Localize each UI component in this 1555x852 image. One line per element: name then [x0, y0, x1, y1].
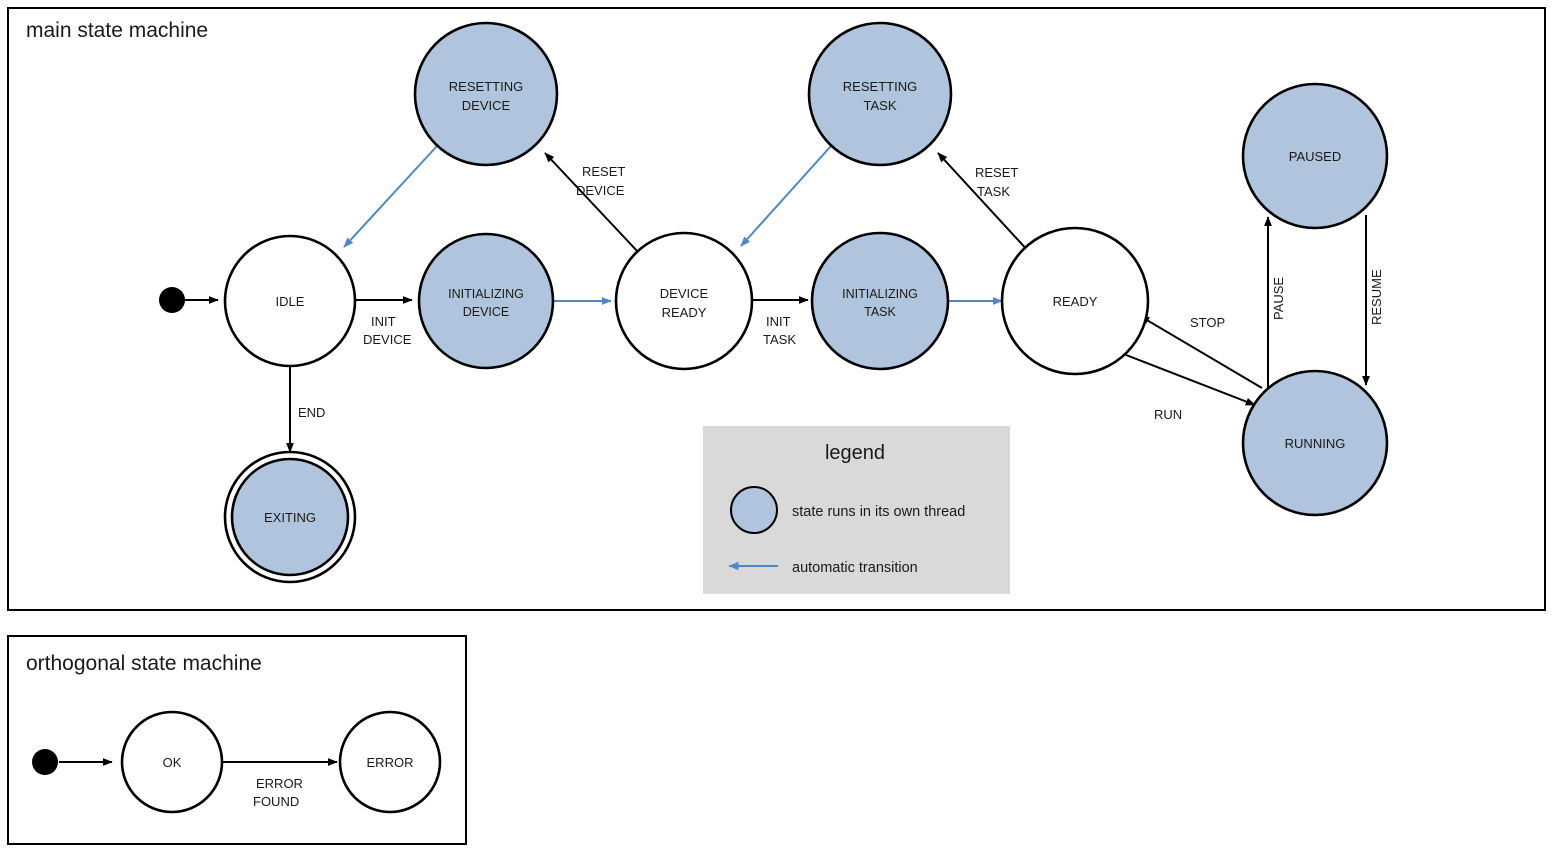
state-label: INITIALIZING: [448, 287, 524, 301]
transition-devready-reset-dev: RESET DEVICE: [544, 152, 640, 254]
transition-running-stop: STOP: [1139, 315, 1263, 389]
transition-label: INIT: [371, 314, 396, 329]
transition-label: STOP: [1190, 315, 1225, 330]
state-device-ready[interactable]: DEVICE READY: [614, 231, 754, 371]
state-label: DEVICE: [463, 305, 510, 319]
transition-label: ERROR: [256, 776, 303, 791]
transition-idle-init-device: INIT DEVICE: [356, 296, 413, 347]
legend: legend state runs in its own thread auto…: [703, 426, 1010, 594]
transition-label: RESET: [975, 165, 1018, 180]
transition-running-pause: PAUSE: [1264, 216, 1286, 398]
state-label: RESETTING: [449, 79, 523, 94]
state-label: READY: [1053, 294, 1098, 309]
state-running[interactable]: RUNNING: [1241, 369, 1389, 517]
legend-title: legend: [825, 442, 885, 464]
transition-label: TASK: [977, 184, 1010, 199]
state-label: IDLE: [276, 294, 305, 309]
transition-idle-end: END: [286, 367, 325, 453]
state-label: DEVICE: [660, 286, 709, 301]
initial-state-dot-main: [159, 287, 185, 313]
legend-thread-label: state runs in its own thread: [792, 504, 965, 520]
transition-resettask-devready: [740, 145, 832, 247]
transition-label: RESET: [582, 164, 625, 179]
transition-ready-reset-task: RESET TASK: [937, 152, 1031, 254]
transition-label: PAUSE: [1271, 277, 1286, 320]
state-paused[interactable]: PAUSED: [1241, 82, 1389, 230]
state-label: ERROR: [367, 755, 414, 770]
initial-state-dot-orthogonal: [32, 749, 58, 775]
transition-resetdev-idle: [343, 145, 438, 248]
state-label: READY: [662, 305, 707, 320]
state-idle[interactable]: IDLE: [223, 234, 357, 368]
transition-label: END: [298, 405, 325, 420]
state-error[interactable]: ERROR: [338, 710, 442, 814]
state-label: INITIALIZING: [842, 287, 918, 301]
legend-thread-swatch-icon: [730, 486, 778, 534]
transition-label: TASK: [763, 332, 796, 347]
state-ok[interactable]: OK: [120, 710, 224, 814]
state-label: TASK: [864, 98, 897, 113]
state-label: DEVICE: [462, 98, 511, 113]
legend-auto-label: automatic transition: [792, 560, 918, 576]
transition-label: DEVICE: [363, 332, 412, 347]
state-ready[interactable]: READY: [1000, 226, 1150, 376]
transition-label: RESUME: [1369, 269, 1384, 325]
state-exiting[interactable]: EXITING: [223, 450, 357, 584]
transition-label: RUN: [1154, 407, 1182, 422]
transition-paused-resume: RESUME: [1362, 215, 1384, 386]
state-label: OK: [163, 755, 182, 770]
transition-label: INIT: [766, 314, 791, 329]
transition-ok-error: ERROR FOUND: [222, 758, 338, 809]
state-resetting-device[interactable]: RESETTING DEVICE: [413, 21, 559, 167]
orthogonal-frame-title: orthogonal state machine: [26, 652, 262, 675]
transition-devready-init-task: INIT TASK: [752, 296, 809, 347]
state-label: RUNNING: [1285, 436, 1346, 451]
state-label: PAUSED: [1289, 149, 1342, 164]
state-label: EXITING: [264, 510, 316, 525]
state-resetting-task[interactable]: RESETTING TASK: [807, 21, 953, 167]
state-initializing-device[interactable]: INITIALIZING DEVICE: [417, 232, 555, 370]
main-frame-title: main state machine: [26, 19, 208, 42]
state-initializing-task[interactable]: INITIALIZING TASK: [810, 231, 950, 371]
transition-label: FOUND: [253, 794, 299, 809]
state-label: RESETTING: [843, 79, 917, 94]
transition-ready-run: RUN: [1120, 352, 1256, 422]
transition-label: DEVICE: [576, 183, 625, 198]
state-label: TASK: [864, 305, 896, 319]
